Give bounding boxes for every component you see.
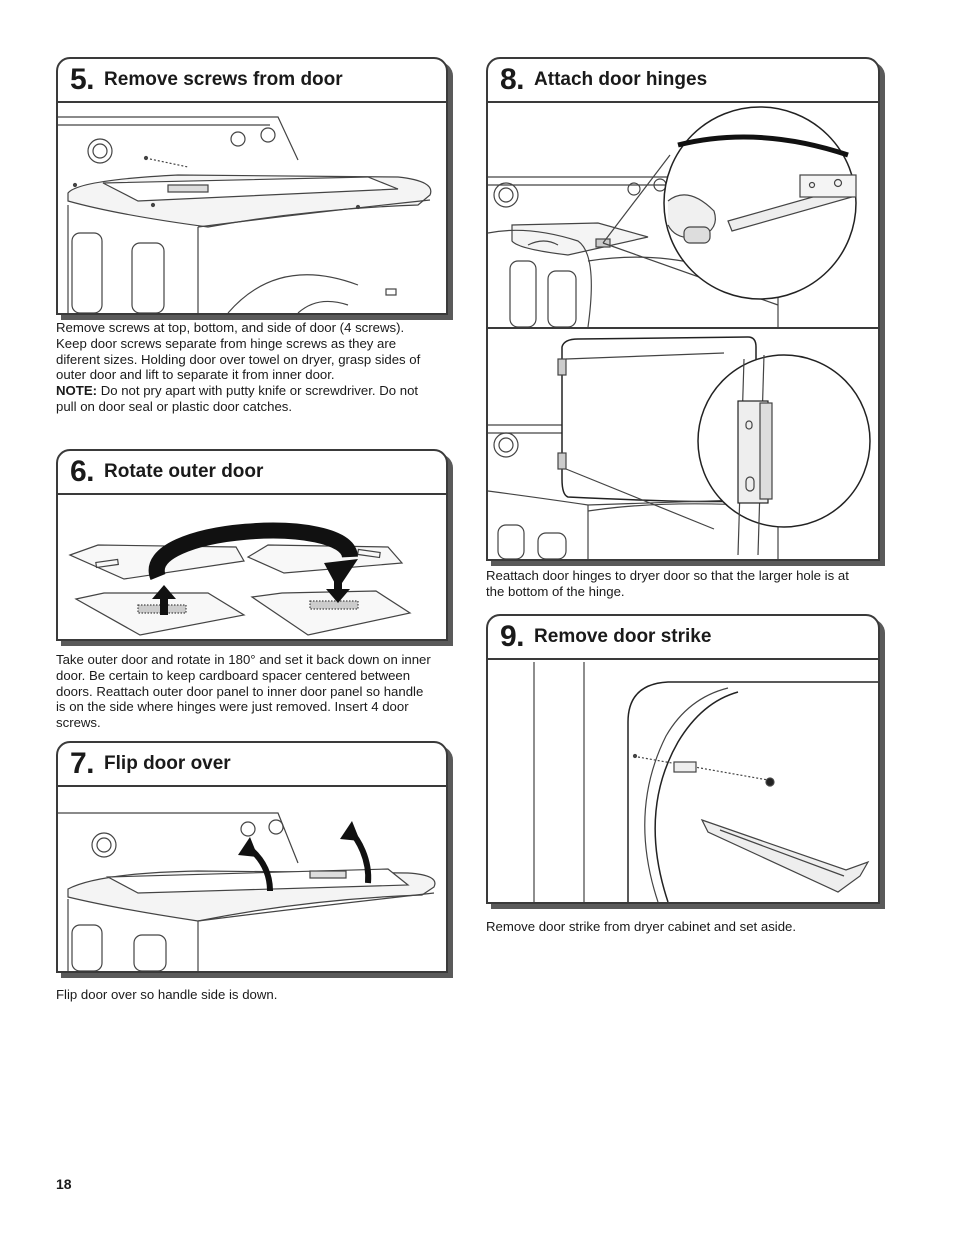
step-8-illustration-top (488, 105, 878, 327)
step-5-note: NOTE: Do not pry apart with putty knife … (56, 383, 436, 415)
step-8-header: 8. Attach door hinges (488, 59, 878, 103)
step-7-title: Flip door over (104, 753, 231, 774)
step-7-illustration (58, 789, 446, 971)
step-5-note-label: NOTE: (56, 383, 98, 399)
step-7-header: 7. Flip door over (58, 743, 446, 787)
step-6: 6. Rotate outer door (56, 449, 448, 643)
step-6-card: 6. Rotate outer door (56, 449, 448, 641)
step-8-number: 8. (500, 63, 525, 96)
step-6-description-text: Take outer door and rotate in 180° and s… (56, 652, 431, 731)
step-8-title: Attach door hinges (534, 69, 708, 90)
step-5-card: 5. Remove screws from door (56, 57, 448, 315)
step-9-number: 9. (500, 620, 525, 653)
step-5-header: 5. Remove screws from door (58, 59, 446, 103)
step-7: 7. Flip door over (56, 741, 448, 975)
step-8-description-text: Reattach door hinges to dryer door so th… (486, 568, 849, 599)
step-8-illustration-bottom (488, 329, 878, 559)
page-number: 18 (56, 1176, 72, 1192)
step-5-title: Remove screws from door (104, 69, 343, 90)
step-7-number: 7. (70, 747, 95, 780)
step-5-number: 5. (70, 63, 95, 96)
step-5: 5. Remove screws from door (56, 57, 448, 317)
step-7-description: Flip door over so handle side is down. (56, 987, 436, 1003)
step-5-description: Remove screws at top, bottom, and side o… (56, 320, 436, 415)
step-9: 9. Remove door strike (486, 614, 880, 906)
step-6-header: 6. Rotate outer door (58, 451, 446, 495)
step-6-title: Rotate outer door (104, 461, 264, 482)
step-5-description-text: Remove screws at top, bottom, and side o… (56, 320, 421, 383)
step-5-illustration (58, 105, 446, 313)
step-5-note-text: Do not pry apart with putty knife or scr… (56, 383, 419, 414)
step-9-card: 9. Remove door strike (486, 614, 880, 904)
step-9-illustration (488, 662, 878, 902)
step-8-divider (488, 327, 878, 329)
step-8-card: 8. Attach door hinges (486, 57, 880, 561)
step-7-card: 7. Flip door over (56, 741, 448, 973)
step-9-header: 9. Remove door strike (488, 616, 878, 660)
step-8: 8. Attach door hinges (486, 57, 880, 563)
step-6-number: 6. (70, 455, 95, 488)
step-9-description-text: Remove door strike from dryer cabinet an… (486, 919, 797, 934)
step-7-description-text: Flip door over so handle side is down. (56, 987, 278, 1002)
step-6-illustration (58, 497, 446, 639)
step-8-description: Reattach door hinges to dryer door so th… (486, 568, 866, 600)
step-9-title: Remove door strike (534, 626, 712, 647)
step-9-description: Remove door strike from dryer cabinet an… (486, 919, 866, 935)
step-6-description: Take outer door and rotate in 180° and s… (56, 652, 436, 731)
